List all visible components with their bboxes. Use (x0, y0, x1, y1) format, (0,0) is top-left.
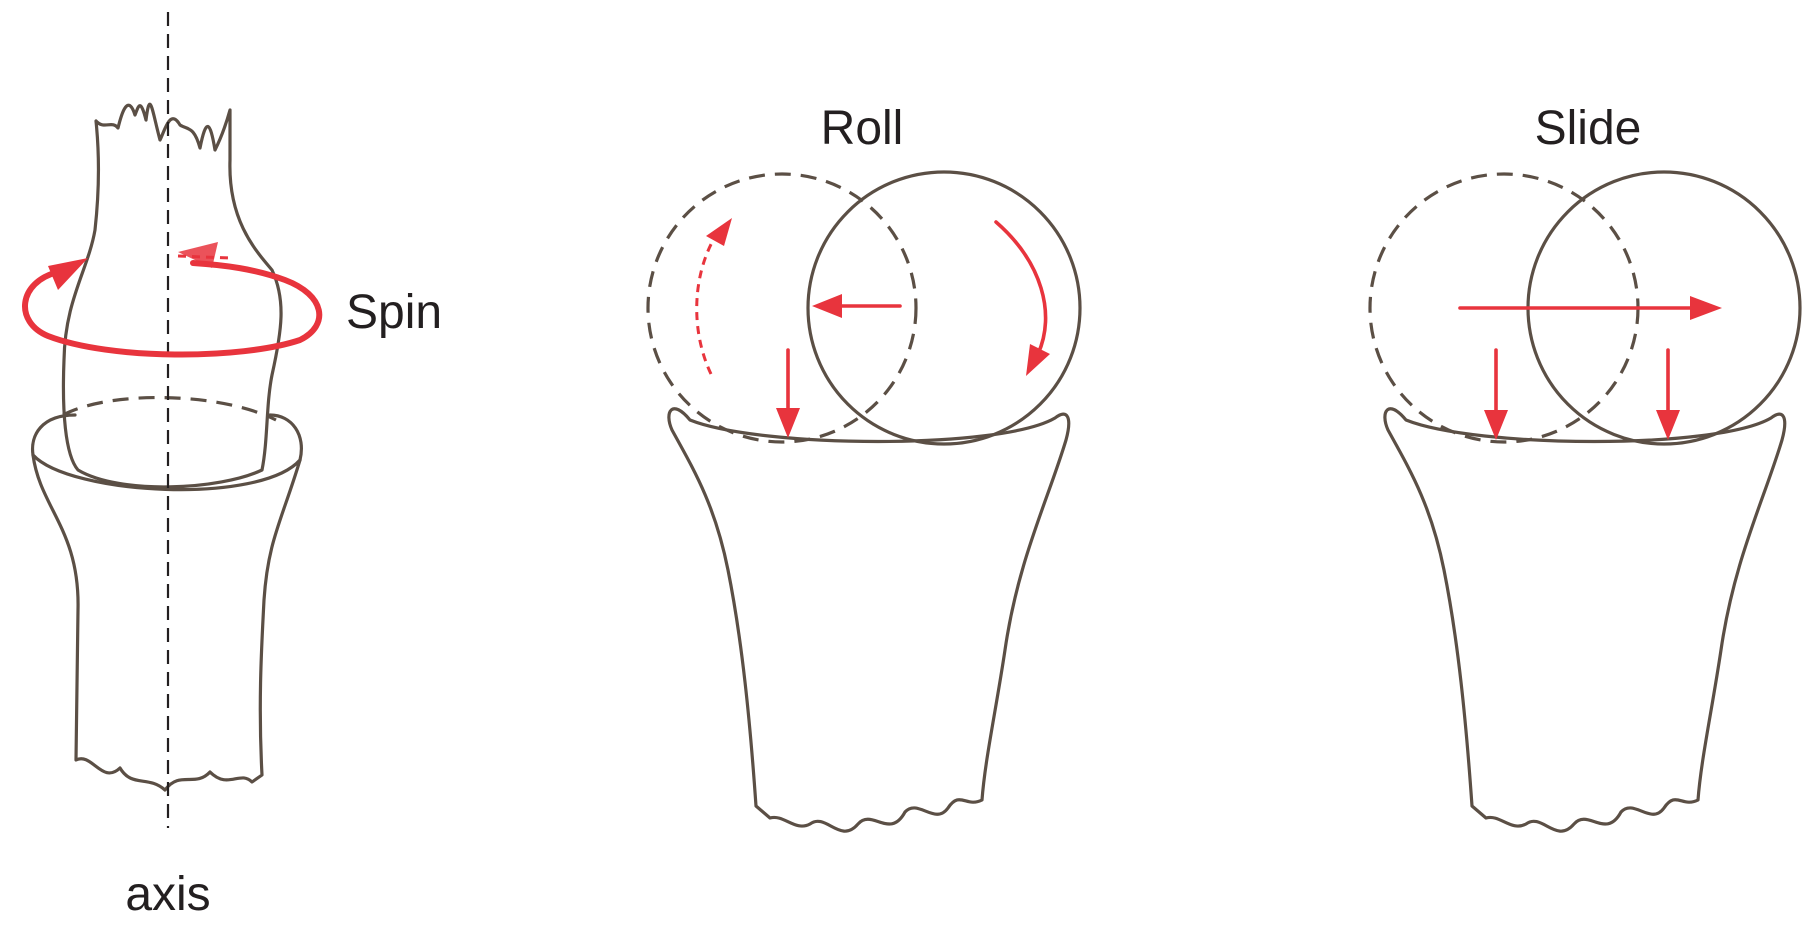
roll-curved-arrowhead-dashed (706, 218, 732, 246)
slide-socket-bone (1383, 407, 1787, 833)
roll-start-position (646, 172, 918, 444)
slide-contact-arrowhead-right (1656, 410, 1680, 440)
spin-arrow-front (22, 260, 323, 358)
spin-arrowhead (48, 258, 88, 290)
roll-socket-bone (667, 407, 1071, 833)
axis-label: axis (125, 868, 210, 921)
spin-panel: Spin axis (22, 12, 442, 921)
spin-shaft-bone (61, 102, 283, 489)
spin-socket-rim (30, 413, 303, 492)
roll-translation-arrowhead (812, 294, 842, 318)
roll-rotation-arrowhead (1026, 344, 1050, 376)
slide-title: Slide (1535, 102, 1642, 155)
roll-contact-arrowhead (776, 408, 800, 438)
roll-rotation-arrow (994, 220, 1048, 356)
roll-curved-arrow-dashed (695, 231, 720, 375)
slide-translation-arrowhead (1690, 296, 1722, 320)
roll-title: Roll (821, 102, 904, 155)
slide-panel: Slide (1368, 102, 1802, 833)
roll-panel: Roll (646, 102, 1082, 833)
spin-arrow-back-dashed (177, 254, 231, 260)
spin-label: Spin (346, 286, 442, 339)
spin-socket-bone (31, 453, 302, 792)
spin-back-arrowhead (178, 242, 218, 268)
slide-contact-arrowhead-left (1484, 410, 1508, 440)
roll-end-position (806, 170, 1082, 446)
spin-rim-back-dashed (62, 396, 277, 422)
